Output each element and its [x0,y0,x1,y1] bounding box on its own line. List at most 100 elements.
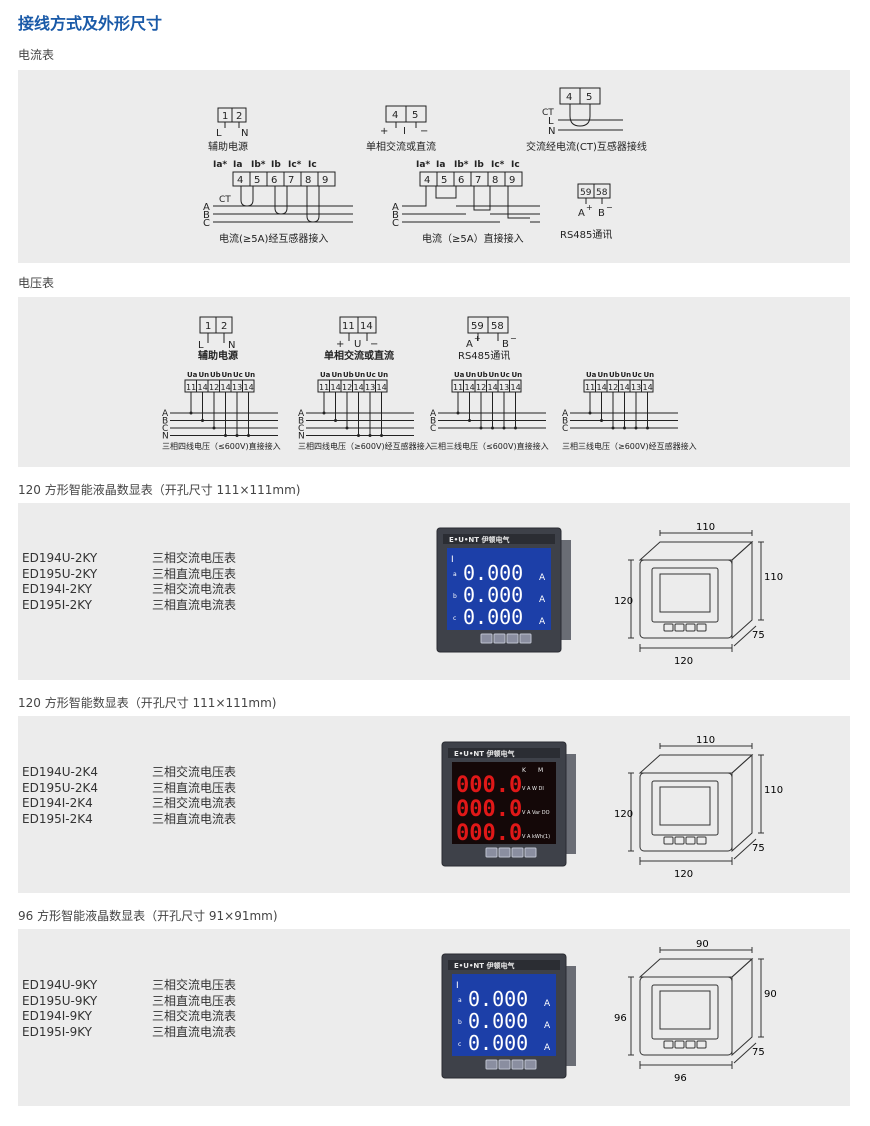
front-button [685,1040,696,1049]
meter-button [493,633,506,644]
phase-label: A [430,409,437,419]
header-label: Un [621,371,632,379]
line: C [203,218,210,229]
phase-label: N [298,432,305,442]
current-section-label: 电流表 [18,48,55,62]
desc: 三相直流电流表 [152,597,237,612]
phase-label: C [298,424,304,434]
junction-dot [235,434,239,437]
meter-lcd-screen [452,974,556,1056]
meter-button [524,847,537,858]
dim-line [628,559,634,639]
dim-height: 96 [614,1013,627,1024]
dim-width: 90 [696,939,709,950]
terminal-label: 14 [643,383,653,392]
product-heading-2: 120 方形智能数显表（开孔尺寸 111×111mm) [18,696,277,710]
header-label: Ub [609,371,620,379]
sub: N [241,128,248,139]
phase-label: A [298,409,305,419]
terminal-label: 5 [441,175,447,186]
product-row: ED194I-2KY 三相交流电流表 [22,582,236,598]
voltage-section-label: 电压表 [18,276,55,290]
term: 1 [222,111,228,122]
case-side [731,540,753,640]
junction-dot [634,426,638,430]
model: ED194I-2KY [22,582,93,596]
terminal-label: 11 [319,383,329,392]
meter-button [511,1059,524,1070]
front-screen [659,990,711,1030]
terminal-label: 8 [305,175,311,186]
dim-side: 110 [764,572,783,583]
terminal-label: 6 [458,175,464,186]
caption: 单相交流或直流 [366,140,436,153]
line: CT [542,108,554,118]
desc: 三相交流电压表 [152,765,237,779]
meter-button [498,1059,511,1070]
desc: 三相直流电流表 [152,1024,237,1039]
product-heading-1: 120 方形智能液晶数显表（开孔尺寸 111×111mm) [18,483,301,497]
dim-line [758,541,764,621]
phase-label: C [430,424,436,434]
meter-mark: c [453,615,456,622]
terminal-label: 7 [288,175,294,186]
junction-dot [514,426,517,430]
caption: 电流(≥5A)经互感器接入 [219,232,328,245]
junction-dot [600,419,603,422]
dim-width: 110 [696,522,715,533]
term: 59 [471,321,484,332]
junction-dot [357,434,360,437]
meter-unit: A [544,1021,551,1031]
header-label: Uc [366,371,376,379]
meter-mark: c [458,1041,461,1048]
sub: + [586,203,593,212]
sub: I [403,126,406,137]
junction-dot [588,411,592,415]
phase-label: A [562,409,569,419]
front-button [696,836,707,845]
terminal-label: 12 [342,383,352,392]
terminal-label: 6 [271,175,277,186]
current-single-diagram: 4 5 + I − 单相交流或直流 [366,105,436,153]
header-label: Ub [210,371,221,379]
meter-led-screen [452,762,556,844]
meter-mark: V A Var DO [522,810,550,816]
meter-mark: a [458,997,462,1004]
caption: 交流经电流(CT)互感器接线 [526,140,647,153]
dim-height: 120 [614,596,633,607]
meter-reading: 0.000 [463,561,523,585]
meter-button [519,633,532,644]
line: C [392,218,399,229]
terminal-label: 14 [488,383,498,392]
case-side [731,753,753,853]
front-button [674,1040,685,1049]
line: B [392,210,399,221]
meter-unit: A [544,999,551,1009]
front-face [639,772,733,852]
meter-lcd-screen [447,548,551,630]
model: ED195I-2KY [22,597,93,612]
term: 2 [221,321,227,332]
meter-reading: 0.000 [463,605,523,629]
dim-bottom: 96 [674,1073,687,1084]
diagram-caption: 三相三线电压（≤600V)直接接入 [430,441,549,451]
caption: 电流（≥5A）直接接入 [422,232,524,245]
terminal-label: 14 [620,383,630,392]
desc: 三相交流电压表 [152,978,237,992]
model: ED195U-2K4 [22,780,98,795]
meter-reading: 000.0 [456,821,522,846]
terminal-label: 13 [499,383,509,392]
front-face [639,976,733,1056]
junction-dot [224,434,227,437]
desc: 三相交流电流表 [152,582,237,596]
sub: − [420,126,428,137]
meter-button [524,1059,537,1070]
junction-dot [491,426,494,430]
